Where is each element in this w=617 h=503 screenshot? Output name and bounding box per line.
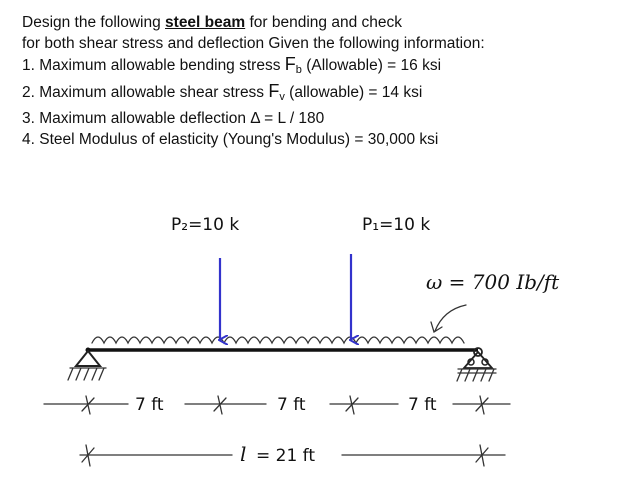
distributed-load-label: ω = 700 Ib/ft [426,270,560,294]
item-2-symbol: F [268,81,280,101]
total-length-dimension [79,444,506,467]
item-1-prefix: 1. Maximum allowable bending stress [22,57,285,74]
item-shear-stress: 2. Maximum allowable shear stress Fv (al… [22,81,612,108]
intro-after: for bending and check [245,14,403,31]
item-bending-stress: 1. Maximum allowable bending stress Fb (… [22,54,612,81]
item-1-suffix: (Allowable) = 16 ksi [301,57,442,74]
total-length-label: = 21 ft [256,446,315,466]
span-label-3: 7 ft [408,395,437,415]
right-roller-support [456,347,497,382]
span-dimension-line [43,395,511,415]
item-2-suffix: (allowable) = 14 ksi [284,84,423,101]
intro-line-1: Design the following steel beam for bend… [22,12,612,33]
item-modulus: 4. Steel Modulus of elasticity (Young's … [22,131,439,148]
intro-before: Design the following [22,14,166,31]
item-2-subscript: v [279,91,285,103]
span-label-1: 7 ft [135,395,164,415]
item-2-prefix: 2. Maximum allowable shear stress [22,84,269,101]
item-1-subscript: b [295,64,302,76]
intro-line-2: for both shear stress and deflection Giv… [22,35,485,52]
distributed-load-leader [430,304,467,334]
distributed-load-scallops [91,336,465,345]
problem-statement: Design the following steel beam for bend… [22,12,612,150]
item-1-symbol: F [284,54,296,74]
intro-emphasis: steel beam [165,14,246,31]
item-deflection: 3. Maximum allowable deflection Δ = L / … [22,110,325,127]
total-length-symbol: l [240,442,246,466]
span-label-2: 7 ft [277,395,306,415]
left-pin-support [67,347,107,381]
load-label-p2: P₂=10 k [171,215,239,235]
load-label-p1: P₁=10 k [362,215,430,235]
